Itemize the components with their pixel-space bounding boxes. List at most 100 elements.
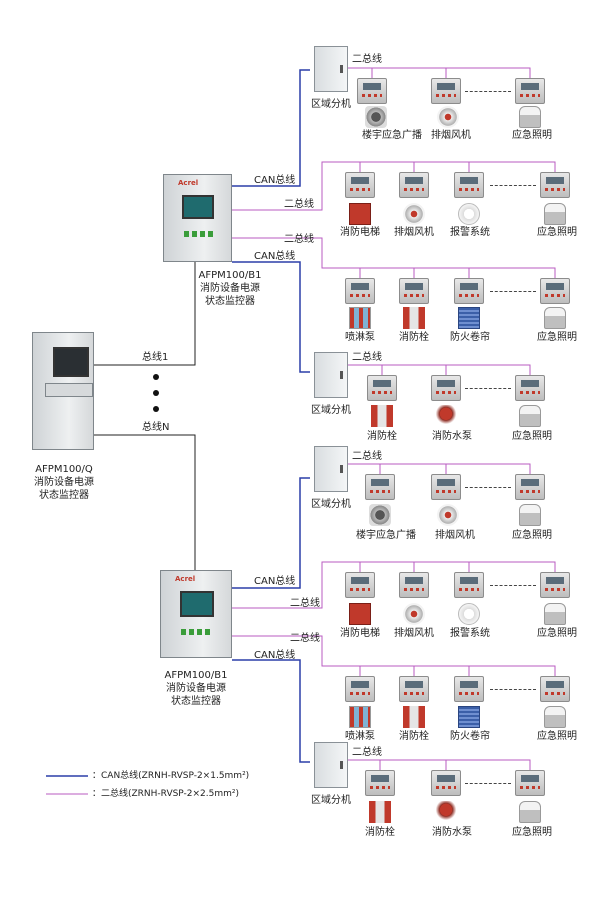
monitor1-logo: Acrel (178, 179, 199, 187)
hydrant-icon (371, 405, 393, 427)
smoke-fan-icon (437, 504, 459, 526)
can-line-zone2 (232, 261, 310, 373)
m2r3-shutter-label: 防火卷帘 (450, 731, 490, 742)
ellipsis-dot-1 (153, 374, 159, 380)
monitor2-buttons (181, 629, 213, 635)
bus1-label: 总线1 (142, 352, 169, 363)
trunk-bus1 (94, 262, 196, 366)
trunk-busN (94, 434, 196, 570)
hydrant-icon (403, 307, 425, 329)
zone3-broadcast-label: 楼宇应急广播 (356, 530, 416, 541)
ellipsis-dot-2 (153, 390, 159, 396)
can-label-1: CAN总线 (254, 175, 296, 186)
smoke-fan-icon (437, 106, 459, 128)
zone2-light-label: 应急照明 (512, 431, 552, 442)
emergency-light-icon (519, 106, 541, 128)
hydrant-pump-icon (435, 405, 457, 427)
two-line-g7 (232, 635, 556, 676)
m2r3-dash (490, 689, 536, 690)
main-monitor-name2: 状态监控器 (39, 490, 89, 501)
broadcast-icon (369, 504, 391, 526)
zone3-module-2 (431, 474, 461, 500)
alarm-icon (458, 203, 480, 225)
can-label-3: CAN总线 (254, 576, 296, 587)
main-monitor-screen (53, 347, 89, 377)
fire-shutter-icon (458, 307, 480, 329)
emergency-light-icon (544, 307, 566, 329)
monitor1-model: AFPM100/B1 (198, 270, 262, 281)
m1r3-module-3 (454, 278, 484, 304)
zone2-dash (465, 388, 511, 389)
zone1-module-1 (357, 78, 387, 104)
can-line-zone3 (232, 477, 310, 589)
m2r2-dash (490, 585, 536, 586)
m2r2-module-1 (345, 572, 375, 598)
m1r2-module-1 (345, 172, 375, 198)
two-bus-label-4: 二总线 (290, 633, 320, 644)
monitor1-buttons (184, 231, 216, 237)
sprinkler-pump-icon (349, 706, 371, 728)
hydrant-icon (403, 706, 425, 728)
monitor2-name2: 状态监控器 (171, 696, 221, 707)
m1r3-module-2 (399, 278, 429, 304)
hydrant-icon (369, 801, 391, 823)
fire-shutter-icon (458, 706, 480, 728)
monitor1-screen (182, 195, 214, 219)
zone1-label: 区域分机 (311, 99, 351, 110)
m2r2-elevator-label: 消防电梯 (340, 628, 380, 639)
zone2-pump-label: 消防水泵 (432, 431, 472, 442)
m1r2-module-3 (454, 172, 484, 198)
m1r2-alarm-label: 报警系统 (450, 227, 490, 238)
main-monitor-name1: 消防设备电源 (34, 477, 94, 488)
two-line-g1 (348, 67, 531, 78)
monitor1-name1: 消防设备电源 (200, 283, 260, 294)
m1r3-module-4 (540, 278, 570, 304)
zone2-module-1 (367, 375, 397, 401)
zone4-module-3 (515, 770, 545, 796)
zone4-dash (465, 783, 511, 784)
m2r2-light-label: 应急照明 (537, 628, 577, 639)
zone4-module-2 (431, 770, 461, 796)
broadcast-icon (365, 106, 387, 128)
m2r3-hydrant-label: 消防栓 (399, 731, 429, 742)
two-bus-label-1: 二总线 (284, 199, 314, 210)
zone2-hydrant-label: 消防栓 (367, 431, 397, 442)
m2r3-light-label: 应急照明 (537, 731, 577, 742)
emergency-light-icon (519, 504, 541, 526)
zone1-broadcast-label: 楼宇应急广播 (362, 130, 422, 141)
zone4-label: 区域分机 (311, 795, 351, 806)
smoke-fan-icon (403, 603, 425, 625)
monitor2-name1: 消防设备电源 (166, 683, 226, 694)
monitor2-logo: Acrel (175, 575, 196, 583)
m1r3-shutter-label: 防火卷帘 (450, 332, 490, 343)
zone3-fan-label: 排烟风机 (435, 530, 475, 541)
zone1-two-bus-label: 二总线 (352, 54, 382, 65)
m2r2-alarm-label: 报警系统 (450, 628, 490, 639)
sprinkler-pump-icon (349, 307, 371, 329)
m2r3-module-3 (454, 676, 484, 702)
m1r2-fan-label: 排烟风机 (394, 227, 434, 238)
m1r2-dash (490, 185, 536, 186)
emergency-light-icon (544, 603, 566, 625)
m2r2-module-3 (454, 572, 484, 598)
m2r3-module-4 (540, 676, 570, 702)
emergency-light-icon (519, 801, 541, 823)
main-monitor-model: AFPM100/Q (35, 464, 93, 475)
two-bus-label-3: 二总线 (290, 598, 320, 609)
zone3-label: 区域分机 (311, 499, 351, 510)
can-line-zone1 (232, 69, 310, 187)
m1r3-dash (490, 291, 536, 292)
zone1-fan-label: 排烟风机 (431, 130, 471, 141)
zone1-dash (465, 91, 511, 92)
m2r3-module-1 (345, 676, 375, 702)
can-label-2: CAN总线 (254, 251, 296, 262)
zone2-cabinet (314, 352, 348, 398)
m1r2-elevator-label: 消防电梯 (340, 227, 380, 238)
m2r2-module-2 (399, 572, 429, 598)
zone3-module-1 (365, 474, 395, 500)
zone4-two-bus-label: 二总线 (352, 747, 382, 758)
zone3-cabinet (314, 446, 348, 492)
zone4-hydrant-label: 消防栓 (365, 827, 395, 838)
ellipsis-dot-3 (153, 406, 159, 412)
zone2-two-bus-label: 二总线 (352, 352, 382, 363)
